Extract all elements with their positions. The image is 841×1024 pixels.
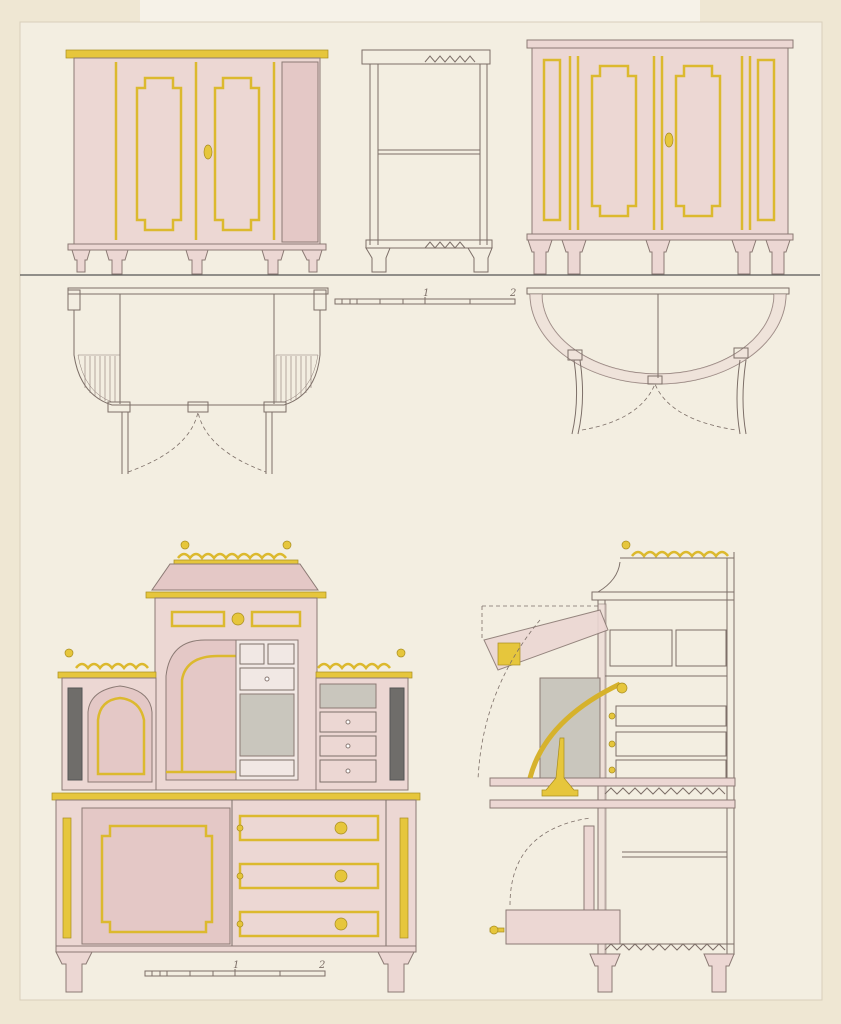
secretary-side-section bbox=[477, 540, 736, 993]
cabinet-plan-left bbox=[67, 287, 329, 474]
cabinet-side-elevation bbox=[361, 49, 493, 273]
scale-mark-1: 1 bbox=[423, 288, 429, 299]
cabinet-plan-right bbox=[526, 287, 790, 435]
cabinet-front-elevation-right bbox=[526, 39, 794, 275]
scale-bar-top: 1 2 bbox=[334, 288, 516, 305]
cabinet-front-elevation-left bbox=[65, 49, 329, 275]
secretary-cabinet-front-elevation bbox=[51, 540, 421, 993]
scale-mark-2: 2 bbox=[509, 288, 516, 299]
scale-mark-1: 1 bbox=[233, 960, 239, 971]
scale-bar-bottom: 1 2 bbox=[144, 960, 326, 977]
scale-mark-2: 2 bbox=[318, 960, 325, 971]
